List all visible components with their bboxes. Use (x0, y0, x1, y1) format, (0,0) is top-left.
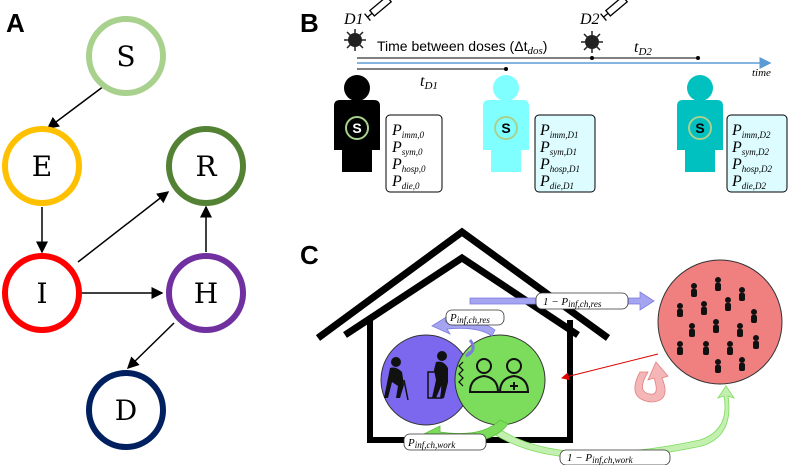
person-icon (715, 359, 721, 373)
person-icon (739, 287, 745, 301)
edge-h-d (126, 322, 175, 370)
time-axis-label: time (752, 67, 771, 79)
person-dose2: S (677, 75, 723, 172)
node-s (86, 16, 166, 96)
edge-i-r (77, 191, 170, 263)
person-icon (715, 277, 721, 291)
panel-b-label: B (300, 8, 319, 38)
node-h-label: H (194, 277, 218, 310)
node-i (2, 253, 82, 333)
work-label: 1 − Pinf,ch,work (567, 452, 634, 465)
params-box-1 (534, 114, 596, 193)
inf-res-label: Pinf,ch,res (449, 312, 490, 325)
dose2-label: D2 (579, 11, 600, 28)
param-0-0: Pimm,0 (391, 122, 425, 140)
param-2-2: Phosp,D2 (731, 156, 773, 174)
param-1-0: Pimm,D1 (539, 122, 579, 140)
param-0-1: Psym,0 (391, 139, 423, 157)
person-unvaccinated: S (334, 75, 380, 172)
node-e (2, 126, 82, 206)
node-s-label: S (116, 40, 135, 73)
between-doses-label: Time between doses (Δtdos) (377, 38, 547, 57)
node-r-label: R (195, 150, 217, 183)
res-label: 1 − Pinf,ch,res (543, 296, 602, 309)
res-label-box (535, 292, 629, 310)
panel-c-label: C (300, 240, 319, 270)
person-icon (701, 301, 707, 315)
healthcare-workers-icon (468, 358, 530, 393)
person-icon (703, 341, 709, 355)
person-icon (739, 357, 745, 371)
td2-label: tD2 (634, 39, 652, 58)
person-icon (751, 309, 757, 323)
community-to-home-arrow (561, 353, 659, 381)
params-box-2 (726, 114, 788, 193)
inf-res-label-box (445, 309, 505, 326)
param-2-0: Pimm,D2 (731, 122, 771, 140)
person-dose1: S (483, 75, 529, 172)
community-circle (657, 259, 783, 385)
edge-s-e (46, 85, 105, 129)
workers-circle (454, 334, 546, 426)
param-2-1: Psym,D2 (731, 139, 770, 157)
person-s-label: S (695, 120, 704, 136)
param-2-3: Pdie,D2 (731, 173, 767, 191)
community-loop-arrow (634, 361, 669, 403)
community-people-icons (677, 277, 759, 373)
node-d (86, 370, 166, 450)
param-0-3: Pdie,0 (391, 173, 420, 191)
person-icon (713, 319, 719, 333)
internal-res-arrow-small (464, 339, 475, 358)
seihrd-diagram: S E R I H D (2, 16, 246, 450)
person-icon (753, 335, 759, 349)
person-icon (727, 341, 733, 355)
params-box-0 (385, 114, 443, 193)
virus-icon (344, 29, 366, 51)
person-icon (689, 323, 695, 337)
person-s-label: S (501, 120, 510, 136)
person-icon (677, 303, 683, 317)
node-e-label: E (32, 150, 52, 183)
param-1-1: Psym,D1 (539, 139, 577, 157)
panel-a-label: A (6, 8, 25, 38)
virus-icon (581, 31, 603, 53)
syringe-icon (364, 0, 393, 21)
person-s-label: S (352, 120, 361, 136)
person-icon (737, 323, 743, 337)
node-d-label: D (115, 394, 137, 427)
node-r (166, 126, 246, 206)
dose1-label: D1 (343, 11, 364, 28)
care-home-diagram: 1 − Pinf,ch,res Pinf,ch,res Pinf,ch,work… (315, 227, 783, 465)
person-icon (725, 297, 731, 311)
syringe-icon (600, 0, 629, 21)
contact-zigzag (458, 361, 464, 387)
inf-work-label-box (403, 433, 487, 451)
node-i-label: I (36, 277, 47, 310)
house-roof-inner (343, 253, 580, 338)
person-icon (677, 341, 683, 355)
timeline: D1 D2 Time betwe (334, 0, 788, 193)
param-1-3: Pdie,D1 (539, 173, 574, 191)
td1-label: tD1 (420, 73, 438, 92)
person-icon (691, 283, 697, 297)
work-label-box (559, 449, 671, 465)
param-0-2: Phosp,0 (391, 156, 426, 174)
elderly-residents-icon (384, 351, 448, 401)
param-1-2: Phosp,D1 (539, 156, 580, 174)
node-h (166, 253, 246, 333)
inf-work-label: Pinf,ch,work (407, 437, 456, 450)
